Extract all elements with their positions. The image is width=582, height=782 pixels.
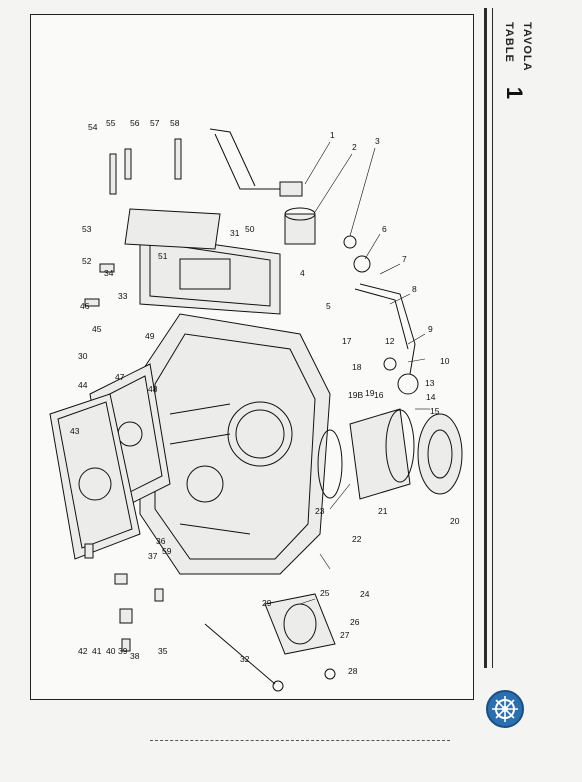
label-12: 12: [385, 336, 395, 346]
label-47: 47: [115, 372, 125, 382]
table-title: TAVOLA TABLE: [500, 22, 536, 72]
label-25: 25: [320, 588, 330, 598]
label-2: 2: [352, 142, 357, 152]
label-50: 50: [245, 224, 255, 234]
leader-lines: [299, 141, 430, 605]
label-31: 31: [230, 228, 240, 238]
label-34: 34: [104, 268, 114, 278]
label-51: 51: [158, 251, 168, 261]
label-28: 28: [348, 666, 358, 676]
cylinder: [317, 408, 463, 500]
exploded-parts-diagram: 1 2 3 4 5 6 7 8 9 10 12 13 14 15 16 17 1…: [49, 118, 463, 692]
label-3: 3: [375, 136, 380, 146]
label-15: 15: [430, 406, 440, 416]
linkage: [343, 235, 419, 395]
label-5: 5: [326, 301, 331, 311]
label-59: 59: [162, 546, 172, 556]
label-26: 26: [350, 617, 360, 627]
label-42: 42: [78, 646, 88, 656]
label-14: 14: [426, 392, 436, 402]
label-46: 46: [80, 301, 90, 311]
label-19: 19: [365, 388, 375, 398]
dipstick-ring: [272, 680, 284, 692]
label-33: 33: [118, 291, 128, 301]
label-41: 41: [92, 646, 102, 656]
label-17: 17: [342, 336, 352, 346]
label-24: 24: [360, 589, 370, 599]
dipstick: [204, 623, 276, 685]
label-49: 49: [145, 331, 155, 341]
label-19b: 19B: [348, 390, 363, 400]
label-6: 6: [382, 224, 387, 234]
label-54: 54: [88, 122, 98, 132]
part-labels: 1 2 3 4 5 6 7 8 9 10 12 13 14 15 16 17 1…: [70, 118, 460, 676]
label-52: 52: [82, 256, 92, 266]
side-rule: [484, 8, 493, 668]
label-43: 43: [70, 426, 80, 436]
label-7: 7: [402, 254, 407, 264]
label-36: 36: [156, 536, 166, 546]
label-32: 32: [240, 654, 250, 664]
label-45: 45: [92, 324, 102, 334]
flange: [264, 593, 336, 680]
label-30: 30: [78, 351, 88, 361]
label-23: 23: [315, 506, 325, 516]
label-21: 21: [378, 506, 388, 516]
label-58: 58: [170, 118, 180, 128]
label-10: 10: [440, 356, 450, 366]
title-italian: TAVOLA: [521, 22, 533, 72]
title-english: TABLE: [503, 22, 515, 63]
label-9: 9: [428, 324, 433, 334]
label-37: 37: [148, 551, 158, 561]
label-27: 27: [340, 630, 350, 640]
label-39: 39: [118, 646, 128, 656]
bottom-dashed-line: [150, 740, 450, 741]
oil-pan: [49, 393, 141, 560]
label-8: 8: [412, 284, 417, 294]
label-57: 57: [150, 118, 160, 128]
label-44: 44: [78, 380, 88, 390]
ship-wheel-icon: [486, 690, 524, 728]
label-56: 56: [130, 118, 140, 128]
label-16: 16: [374, 390, 384, 400]
label-4: 4: [300, 268, 305, 278]
label-38: 38: [130, 651, 140, 661]
label-40: 40: [106, 646, 116, 656]
table-number: 1: [502, 86, 528, 100]
label-48: 48: [148, 384, 158, 394]
label-53: 53: [82, 224, 92, 234]
label-29: 29: [262, 598, 272, 608]
label-22: 22: [352, 534, 362, 544]
label-13: 13: [425, 378, 435, 388]
label-55: 55: [106, 118, 116, 128]
label-1: 1: [330, 130, 335, 140]
label-35: 35: [158, 646, 168, 656]
label-18: 18: [352, 362, 362, 372]
bolts: [84, 138, 182, 652]
crank-handle: [209, 128, 316, 245]
label-20: 20: [450, 516, 460, 526]
engine-block: [139, 313, 331, 575]
